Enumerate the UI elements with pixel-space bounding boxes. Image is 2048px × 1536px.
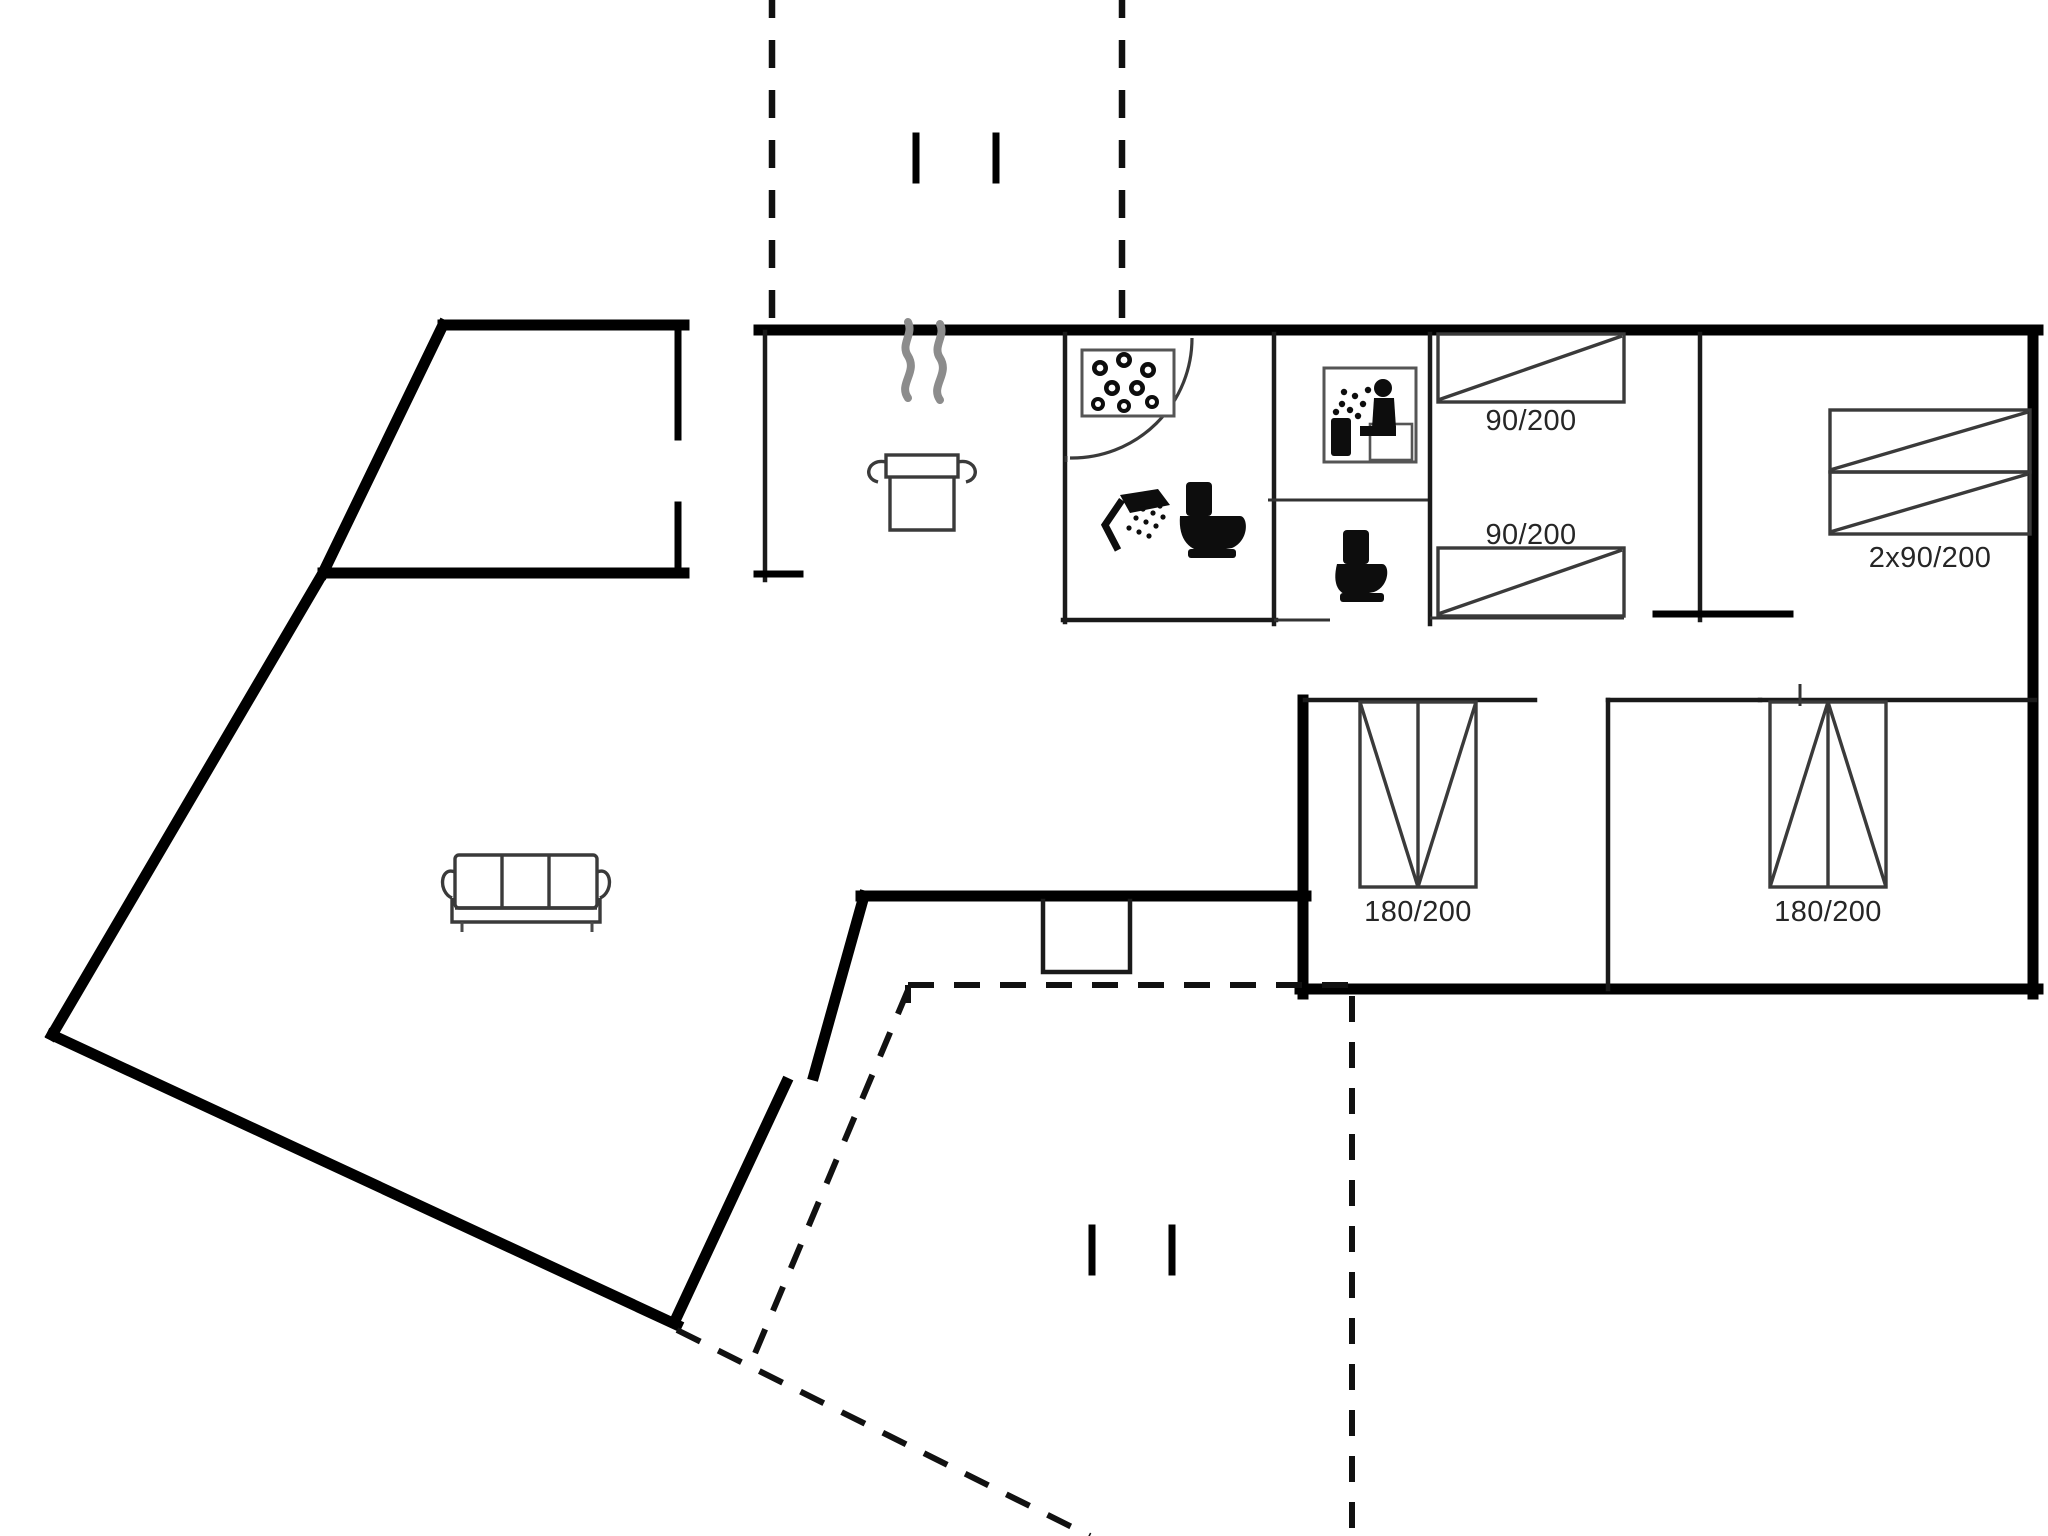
- bathroom-door-swing-arc: [1069, 337, 1194, 460]
- sauna-heat-dots: [1332, 386, 1372, 420]
- terrace-south-bottom-diagonal: [675, 1327, 1092, 1536]
- bathroom-door[interactable]: [1064, 337, 1194, 462]
- deck-west-diagonal-wall: [315, 317, 451, 581]
- sauna-icon: [1322, 366, 1418, 464]
- bed-single-upper-frame: [1436, 332, 1626, 404]
- interior-walls-bedroom-block: [1302, 684, 2038, 992]
- bunk-bed-right: 2x90/200: [1828, 408, 2032, 574]
- bed-single-upper: 90/200: [1436, 332, 1626, 437]
- entry-step-outline: [1040, 898, 1133, 975]
- bed-single-lower: 90/200: [1436, 519, 1626, 618]
- shower-spray-droplets: [1126, 503, 1166, 539]
- sofa-seat-base: [450, 898, 602, 924]
- bed-single-lower-frame: [1436, 546, 1626, 618]
- bed-double-right-diagonal-b: [1826, 701, 1888, 888]
- cooking-pot-icon: [867, 318, 977, 532]
- terrace-north: [768, 0, 1126, 323]
- bed-single-upper-label: 90/200: [1485, 405, 1576, 437]
- shower-icon: [1100, 489, 1170, 552]
- west-exterior-diagonal-upper: [44, 565, 331, 1043]
- sofa-backrest: [453, 853, 599, 910]
- entry-step: [1040, 898, 1133, 975]
- bed-single-lower-diagonal: [1437, 548, 1623, 616]
- bed-double-left-diagonal-b: [1416, 701, 1478, 888]
- washing-machine-icon: [1080, 348, 1176, 418]
- toilet-cistern-wc: [1343, 530, 1369, 564]
- sauna-person-legs: [1360, 426, 1396, 436]
- sauna-stove: [1331, 418, 1351, 456]
- terrace-south: [675, 982, 1358, 1536]
- sauna-person-torso: [1372, 398, 1396, 428]
- sofa-icon: [440, 853, 612, 932]
- deck-west: [315, 317, 690, 581]
- cooking-pot-handle-left: [867, 459, 887, 484]
- sofa-arm-left: [440, 869, 456, 900]
- bunk-bed-lower-diagonal: [1829, 472, 2029, 534]
- sauna-person-head: [1374, 379, 1392, 397]
- sofa-arm-right: [596, 869, 612, 900]
- cooking-pot-steam-right: [933, 320, 947, 404]
- toilet-bowl-bathroom: [1179, 516, 1246, 552]
- toilet-bowl-wc: [1335, 564, 1388, 596]
- toilet-base-bathroom: [1188, 549, 1236, 558]
- southwest-exterior-diagonal: [44, 1027, 685, 1333]
- bed-double-right-diagonal-a: [1768, 701, 1830, 888]
- washing-machine-bubbles: [1091, 352, 1159, 413]
- bunk-bed-upper-diagonal: [1829, 410, 2029, 472]
- interior-walls-service-band: [753, 329, 1794, 627]
- bunk-bed-lower-frame: [1828, 470, 2032, 536]
- bed-double-right-label: 180/200: [1774, 896, 1882, 928]
- entry-west-angled-wall: [666, 1075, 794, 1331]
- bed-double-left: 180/200: [1358, 700, 1478, 928]
- cooking-pot-body: [888, 477, 956, 532]
- terrace-south-west-diagonal: [745, 988, 911, 1372]
- bed-double-left-diagonal-a: [1358, 701, 1420, 888]
- bunk-bed-right-label: 2x90/200: [1869, 542, 1992, 574]
- toilet-icon-bathroom: [1179, 482, 1246, 558]
- toilet-icon-wc: [1335, 530, 1388, 602]
- shower-arm: [1100, 498, 1125, 552]
- cooking-pot-handle-right: [957, 459, 977, 484]
- cooking-pot-steam-left: [901, 318, 915, 402]
- living-room-southwest-angled-wall: [807, 889, 871, 1082]
- building-outline: [44, 324, 2044, 1333]
- bed-single-upper-diagonal: [1437, 334, 1623, 402]
- bed-double-left-label: 180/200: [1364, 896, 1472, 928]
- shower-head: [1120, 489, 1170, 513]
- toilet-cistern-bathroom: [1186, 482, 1212, 516]
- bed-single-lower-label: 90/200: [1485, 519, 1576, 551]
- bed-double-right: 180/200: [1768, 700, 1888, 928]
- toilet-base-wc: [1340, 593, 1384, 602]
- cooking-pot-lid: [884, 453, 960, 479]
